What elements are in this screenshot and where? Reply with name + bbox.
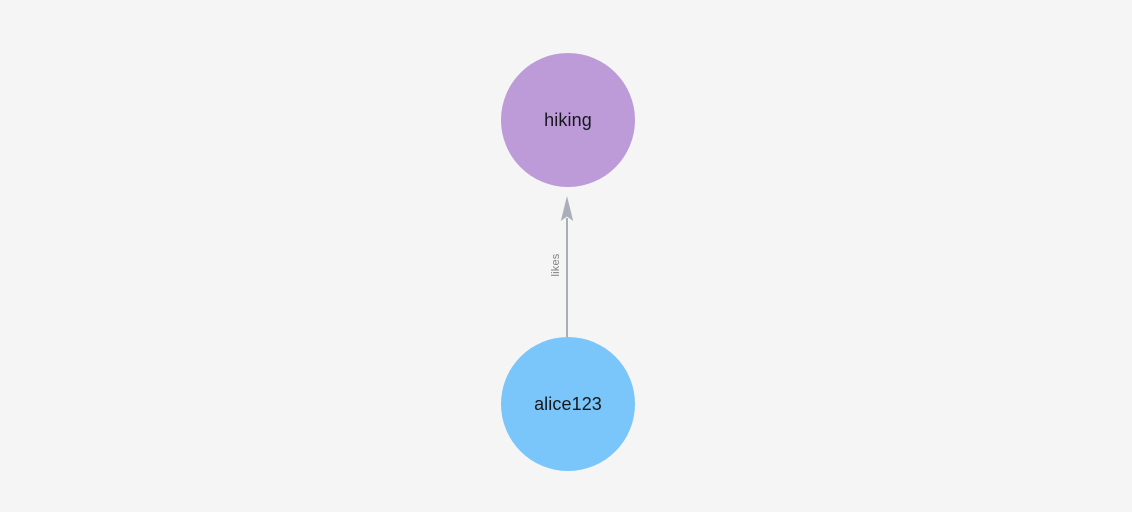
edge-label-likes: likes [550, 253, 562, 277]
graph-node-label: hiking [544, 110, 592, 130]
graph-node-hiking[interactable]: hiking [501, 53, 635, 187]
graph-node-label: alice123 [534, 394, 602, 414]
edge-alice123-likes-hiking[interactable] [560, 196, 574, 337]
graph-node-alice123[interactable]: alice123 [501, 337, 635, 471]
edge-arrowhead-icon [560, 196, 574, 221]
